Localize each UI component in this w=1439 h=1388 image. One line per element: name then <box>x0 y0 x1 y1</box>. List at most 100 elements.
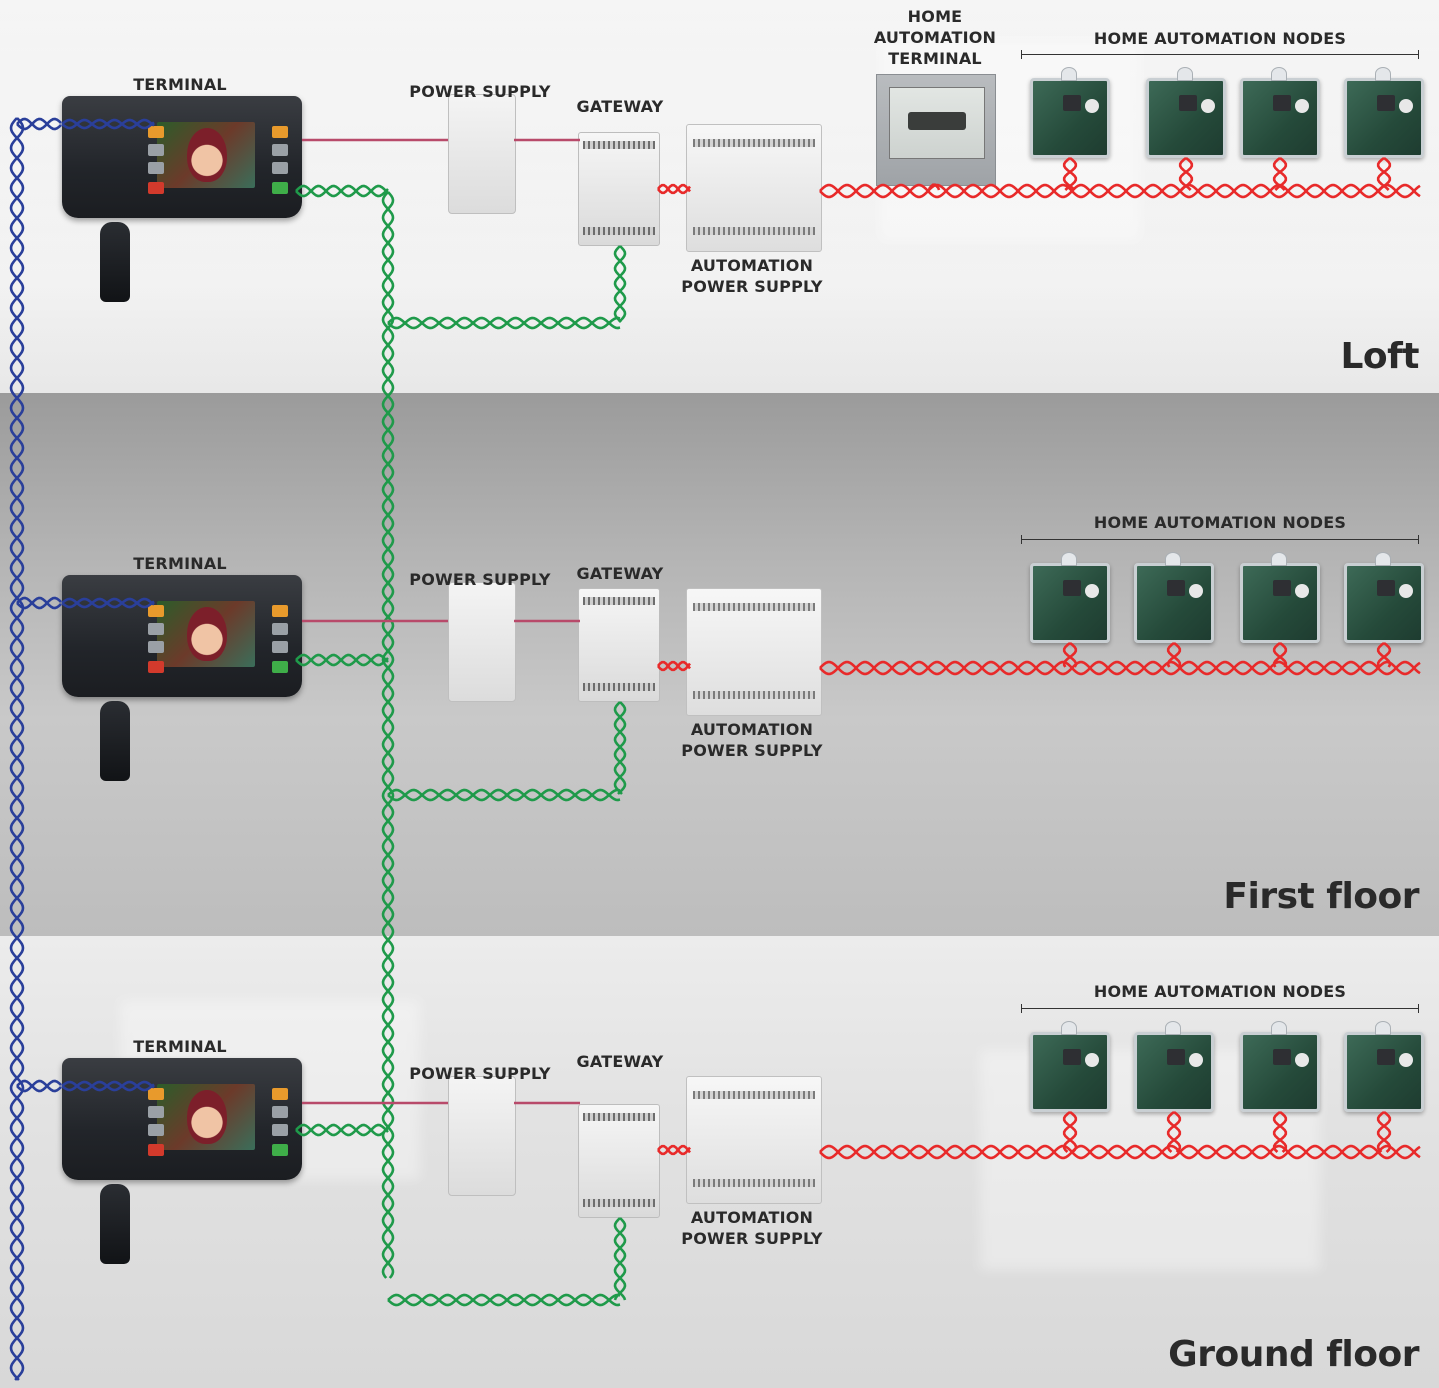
intercom-terminal <box>62 96 302 218</box>
node-drop <box>1376 1110 1392 1153</box>
terminal-button <box>148 1088 164 1100</box>
terminal-button <box>148 126 164 138</box>
terminal-bus-backbone <box>381 191 395 1279</box>
terminal-handset <box>100 1184 130 1264</box>
riser-bus-twisted-pair <box>9 117 25 1381</box>
home-automation-terminal-label-line: AUTOMATION <box>873 28 997 47</box>
node-drop <box>1062 641 1078 668</box>
power-supply-label: POWER SUPPLY <box>400 81 560 102</box>
riser-tap-terminal <box>61 1080 155 1092</box>
home-automation-nodes-label: HOME AUTOMATION NODES <box>1022 28 1418 49</box>
node-capacitor <box>1085 584 1099 598</box>
gateway-label-line: GATEWAY <box>576 564 664 583</box>
automation-bus-link <box>657 660 691 672</box>
automation-bus <box>819 183 1421 199</box>
home-automation-node <box>1146 67 1226 158</box>
gateway-unit <box>578 1104 660 1218</box>
terminal-label: TERMINAL <box>100 74 260 95</box>
node-drop <box>1178 156 1194 191</box>
home-automation-node <box>1030 1021 1110 1112</box>
gateway-label-line: GATEWAY <box>576 97 664 116</box>
display-digits <box>908 112 966 130</box>
terminal-button <box>148 623 164 635</box>
terminal-button <box>272 1144 288 1156</box>
terminal-screen <box>157 122 255 188</box>
node-capacitor <box>1189 1053 1203 1067</box>
home-automation-node <box>1240 1021 1320 1112</box>
node-drop <box>1376 641 1392 668</box>
home-automation-node <box>1344 552 1424 643</box>
power-supply-unit <box>448 1076 516 1196</box>
terminal-label: TERMINAL <box>100 553 260 574</box>
power-supply-label-line: POWER SUPPLY <box>409 1064 551 1083</box>
automation-power-supply-label-line: AUTOMATION <box>690 720 814 739</box>
home-automation-node <box>1344 67 1424 158</box>
node-relay <box>1377 95 1395 111</box>
automation-bus <box>819 1144 1421 1160</box>
gateway-terminal-strip <box>583 597 655 605</box>
automation-power-supply-label-line: POWER SUPPLY <box>681 277 823 296</box>
terminal-button <box>272 623 288 635</box>
node-drop <box>1062 156 1078 191</box>
gateway-label: GATEWAY <box>560 1051 680 1072</box>
terminal-button <box>148 661 164 673</box>
terminal-button <box>148 144 164 156</box>
gateway-label-line: GATEWAY <box>576 1052 664 1071</box>
terminal-button <box>148 605 164 617</box>
node-capacitor <box>1399 584 1413 598</box>
terminal-label: TERMINAL <box>100 1036 260 1057</box>
node-relay <box>1167 1049 1185 1065</box>
terminal-button <box>148 182 164 194</box>
riser-tap-terminal <box>61 597 155 609</box>
gateway-bus-drop <box>613 245 627 323</box>
floor-name: First floor <box>1223 876 1419 917</box>
riser-tap <box>16 117 62 131</box>
node-relay <box>1063 580 1081 596</box>
riser-tap <box>16 1079 62 1093</box>
terminal-screen-image <box>187 1090 227 1144</box>
terminal-button <box>272 641 288 653</box>
node-relay <box>1273 1049 1291 1065</box>
terminal-button <box>272 144 288 156</box>
home-automation-nodes-label-line: HOME AUTOMATION NODES <box>1093 29 1347 48</box>
aps-terminal-strip <box>693 139 815 147</box>
automation-power-supply-label-line: AUTOMATION <box>690 1208 814 1227</box>
terminal-handset <box>100 701 130 781</box>
node-capacitor <box>1295 99 1309 113</box>
automation-power-supply-unit <box>686 588 822 716</box>
aps-terminal-strip <box>693 1179 815 1187</box>
terminal-label-line: TERMINAL <box>133 1037 227 1056</box>
home-automation-terminal-display <box>889 87 985 159</box>
riser-tap-terminal <box>61 118 155 130</box>
terminal-bus-branch <box>295 1123 389 1137</box>
hat-drop <box>927 182 941 191</box>
gateway-unit <box>578 588 660 702</box>
home-automation-terminal-unit <box>876 74 996 186</box>
automation-bus-link <box>657 1144 691 1156</box>
terminal-screen-image <box>187 607 227 661</box>
home-automation-terminal-label-line: HOME <box>907 7 963 26</box>
home-automation-nodes-label: HOME AUTOMATION NODES <box>1022 512 1418 533</box>
terminal-button <box>148 1124 164 1136</box>
home-automation-node <box>1030 67 1110 158</box>
node-relay <box>1273 580 1291 596</box>
terminal-label-line: TERMINAL <box>133 554 227 573</box>
power-supply-label-line: POWER SUPPLY <box>409 570 551 589</box>
node-drop <box>1062 1110 1078 1153</box>
node-capacitor <box>1295 584 1309 598</box>
gateway-terminal-strip <box>583 1113 655 1121</box>
node-drop <box>1272 641 1288 668</box>
power-supply-label: POWER SUPPLY <box>400 1063 560 1084</box>
gateway-label: GATEWAY <box>560 96 680 117</box>
node-capacitor <box>1189 584 1203 598</box>
gateway-terminal-strip <box>583 141 655 149</box>
terminal-button <box>272 1106 288 1118</box>
home-automation-node <box>1240 552 1320 643</box>
node-drop <box>1272 156 1288 191</box>
node-capacitor <box>1085 99 1099 113</box>
aps-terminal-strip <box>693 603 815 611</box>
